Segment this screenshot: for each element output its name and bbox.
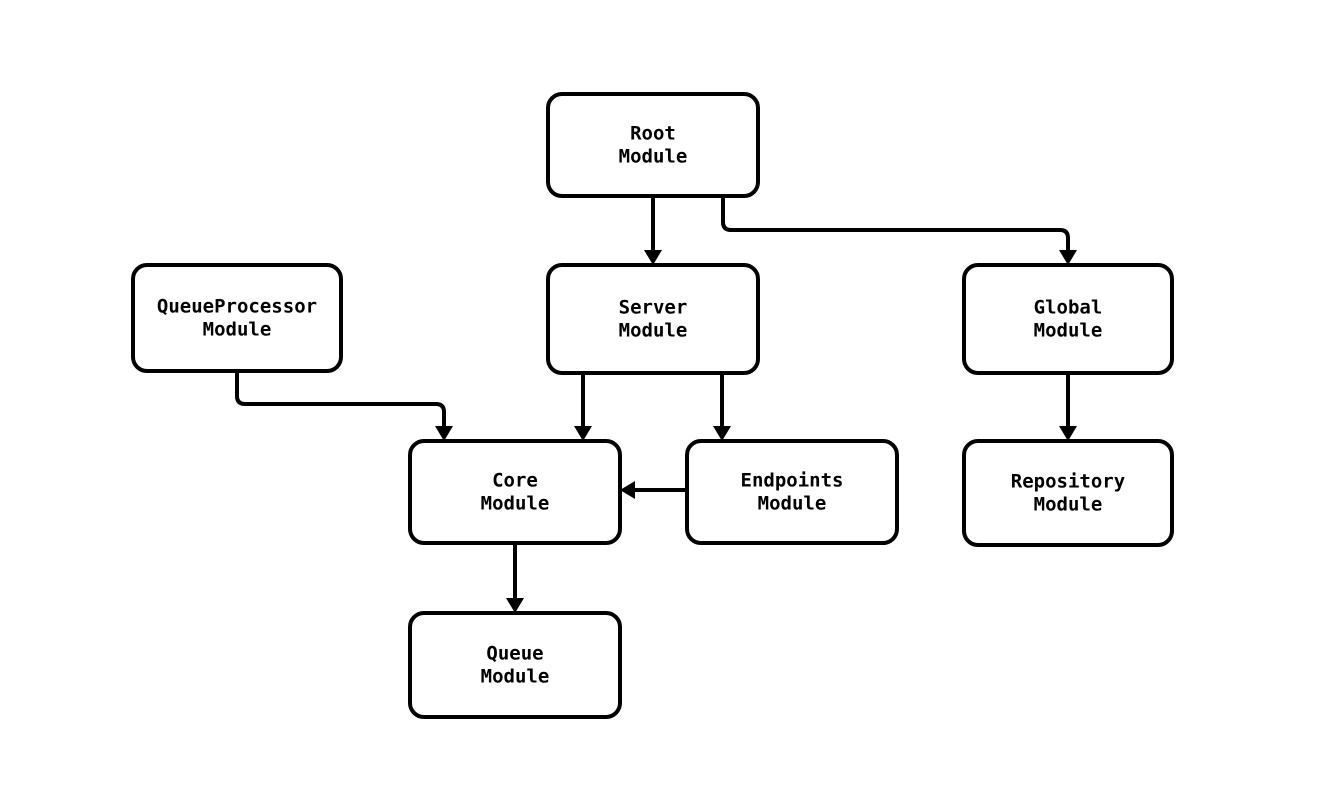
node-label-secondary: Module [481,666,550,688]
arrowhead-icon [506,598,524,613]
edge-global-to-repository [1059,373,1077,441]
node-label-primary: Root [630,123,676,145]
edge-endpoints-to-core [620,481,687,499]
arrowhead-icon [1059,426,1077,441]
node-label-secondary: Module [758,493,827,515]
edge-core-to-queue [506,543,524,613]
arrowhead-icon [435,426,453,441]
edge-server-to-endpoints [713,373,731,441]
node-label-primary: Core [492,470,538,492]
edge-root-to-server [644,196,662,265]
node-label-secondary: Module [481,493,550,515]
edges-layer [235,196,1077,613]
node-label-primary: Queue [486,643,543,665]
node-label-secondary: Module [619,146,688,168]
node-label-primary: QueueProcessor [157,296,317,318]
arrowhead-icon [713,426,731,441]
node-label-primary: Endpoints [741,470,844,492]
edge-server-to-core [574,373,592,441]
arrowhead-icon [574,426,592,441]
arrowhead-icon [620,481,635,499]
node-label-secondary: Module [619,320,688,342]
node-label-primary: Repository [1011,471,1125,493]
nodes-layer: RootModuleQueueProcessorModuleServerModu… [131,92,1174,719]
node-label-primary: Global [1034,297,1103,319]
node-label-secondary: Module [203,319,272,341]
arrowhead-icon [1059,250,1077,265]
node-label-secondary: Module [1034,320,1103,342]
edge-root-to-global [721,196,1077,265]
arrowhead-icon [644,250,662,265]
edge-queueprocessor-to-core [235,371,453,441]
node-label-primary: Server [619,297,688,319]
node-label-secondary: Module [1034,494,1103,516]
